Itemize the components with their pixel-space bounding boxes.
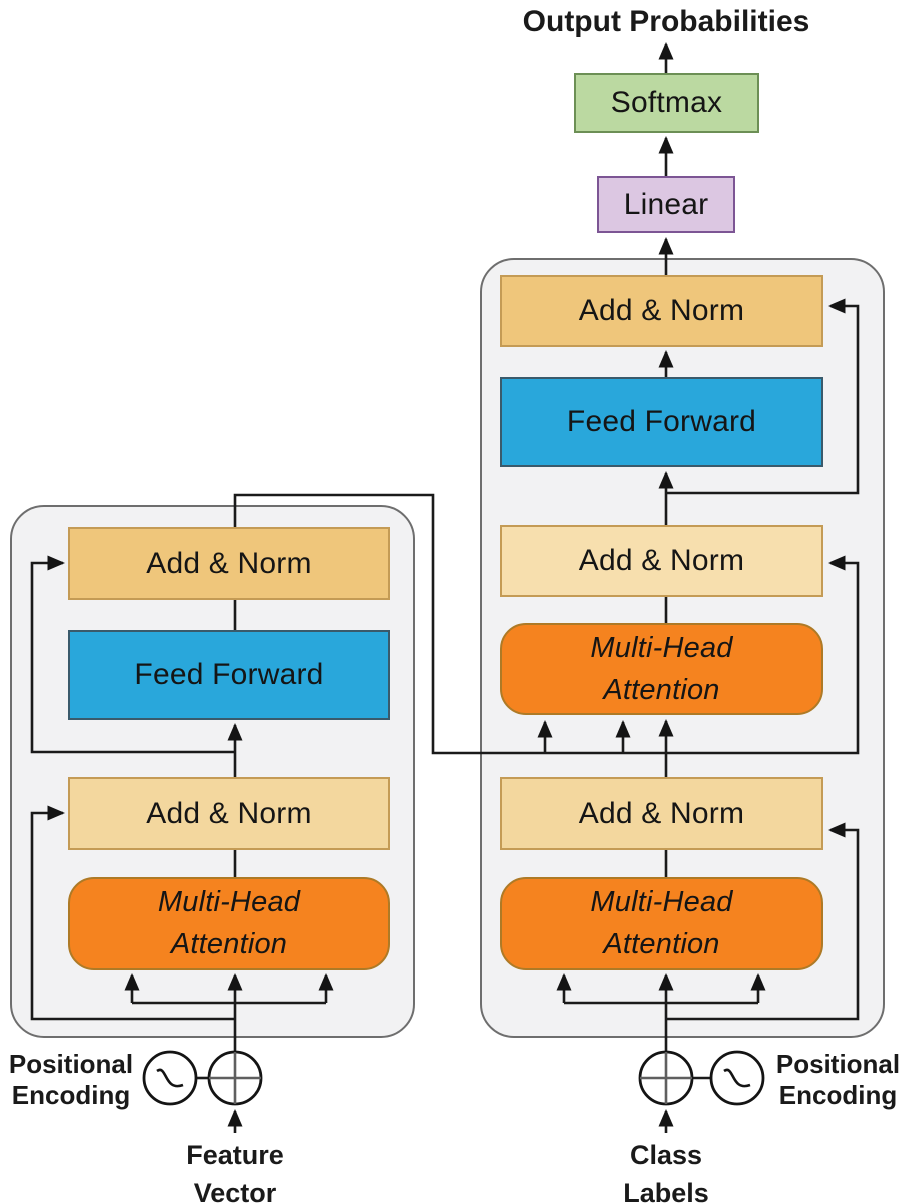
linear-box: Linear	[597, 176, 735, 233]
encoder-multi-head-attention-box: Multi-Head Attention	[68, 877, 390, 970]
encoder-add-norm-bottom-box: Add & Norm	[68, 777, 390, 850]
positional-encoding-label-left: Positional Encoding	[0, 1049, 142, 1111]
positional-encoding-line1: Positional	[775, 1049, 900, 1079]
class-labels-label: Class Labels	[596, 1136, 736, 1203]
feature-vector-line2: Vector	[193, 1178, 277, 1203]
positional-encoding-line1: Positional	[8, 1049, 134, 1079]
encoder-mha-skip	[30, 805, 235, 1021]
softmax-box: Softmax	[574, 73, 759, 133]
mha-label-line1: Multi-Head	[157, 886, 301, 918]
feature-vector-label: Feature Vector	[165, 1136, 305, 1203]
positional-encoding-label-right: Positional Encoding	[768, 1049, 900, 1111]
feature-vector-line1: Feature	[186, 1140, 284, 1170]
mha-label-line1: Multi-Head	[590, 631, 733, 664]
left-add-icon	[207, 1050, 263, 1106]
encoder-feed-forward-box: Feed Forward	[68, 630, 390, 720]
decoder-ff-skip	[666, 298, 860, 495]
decoder-feed-forward-box: Feed Forward	[500, 377, 823, 467]
class-labels-line2: Labels	[623, 1178, 709, 1203]
decoder-lowmha-skip	[666, 822, 860, 1021]
encoder-add-norm-top-box: Add & Norm	[68, 527, 390, 600]
encoder-ff-skip	[30, 555, 235, 754]
decoder-add-norm-bottom-box: Add & Norm	[500, 777, 823, 850]
mha-label-line2: Attention	[603, 673, 720, 706]
decoder-multi-head-attention-middle-box: Multi-Head Attention	[500, 623, 823, 715]
mha-label-line1: Multi-Head	[590, 886, 733, 918]
mha-label-line2: Attention	[603, 928, 720, 960]
right-positional-encoding-icon	[709, 1050, 765, 1106]
decoder-add-norm-top-box: Add & Norm	[500, 275, 823, 347]
right-add-icon	[638, 1050, 694, 1106]
class-labels-line1: Class	[629, 1140, 703, 1170]
decoder-multi-head-attention-bottom-box: Multi-Head Attention	[500, 877, 823, 970]
mha-label-line2: Attention	[170, 928, 288, 960]
positional-encoding-line2: Encoding	[11, 1080, 131, 1110]
output-probabilities-label: Output Probabilities	[522, 5, 810, 38]
left-positional-encoding-icon	[142, 1050, 198, 1106]
decoder-add-norm-middle-box: Add & Norm	[500, 525, 823, 597]
encoder-output-to-decoder-path	[233, 493, 860, 755]
positional-encoding-line2: Encoding	[778, 1080, 898, 1110]
